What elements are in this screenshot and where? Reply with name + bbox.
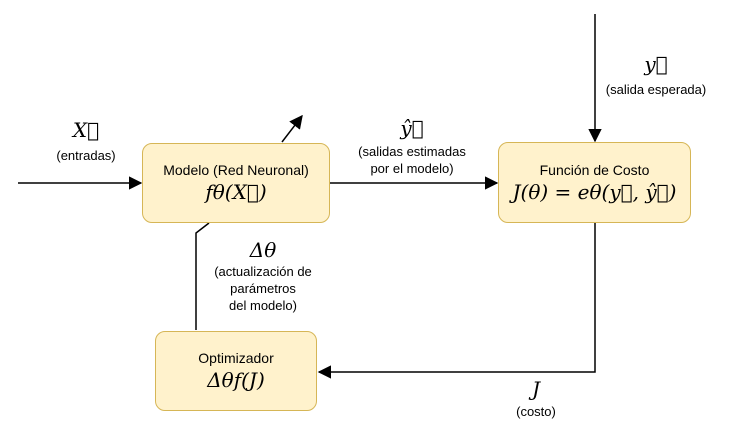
parameter-arrow <box>281 114 303 143</box>
target-label: (salida esperada) <box>605 82 707 97</box>
cost-symbol: J <box>531 377 541 401</box>
optimizer-formula: Δθf(J) <box>207 368 265 392</box>
update-label-1: (actualización de <box>214 264 312 279</box>
update-label-2: parámetros <box>230 281 296 296</box>
optimizer-box: Optimizador Δθf(J) <box>155 331 317 411</box>
prediction-symbol: ŷ⃗ <box>400 116 424 140</box>
target-symbol: y⃗ <box>644 52 668 76</box>
optimizer-title: Optimizador <box>198 350 274 366</box>
cost-label: (costo) <box>516 404 556 419</box>
model-box: Modelo (Red Neuronal) fθ(X⃗) <box>142 143 330 223</box>
update-label-3: del modelo) <box>229 298 297 313</box>
input-symbol: X⃗ <box>72 118 100 142</box>
input-label: (entradas) <box>56 148 116 163</box>
cost-function-title: Función de Costo <box>539 161 650 178</box>
cost-function-box: Función de Costo J(θ) = eθ(y⃗, ŷ⃗) <box>498 142 691 223</box>
update-symbol: Δθ <box>249 238 277 262</box>
update-line <box>195 222 210 330</box>
model-title: Modelo (Red Neuronal) <box>163 162 309 178</box>
cost-arrow <box>317 223 596 379</box>
prediction-label-1: (salidas estimadas <box>358 144 466 159</box>
model-formula: fθ(X⃗) <box>205 180 267 204</box>
cost-function-formula: J(θ) = eθ(y⃗, ŷ⃗) <box>512 179 677 204</box>
prediction-label-2: por el modelo) <box>370 161 454 176</box>
